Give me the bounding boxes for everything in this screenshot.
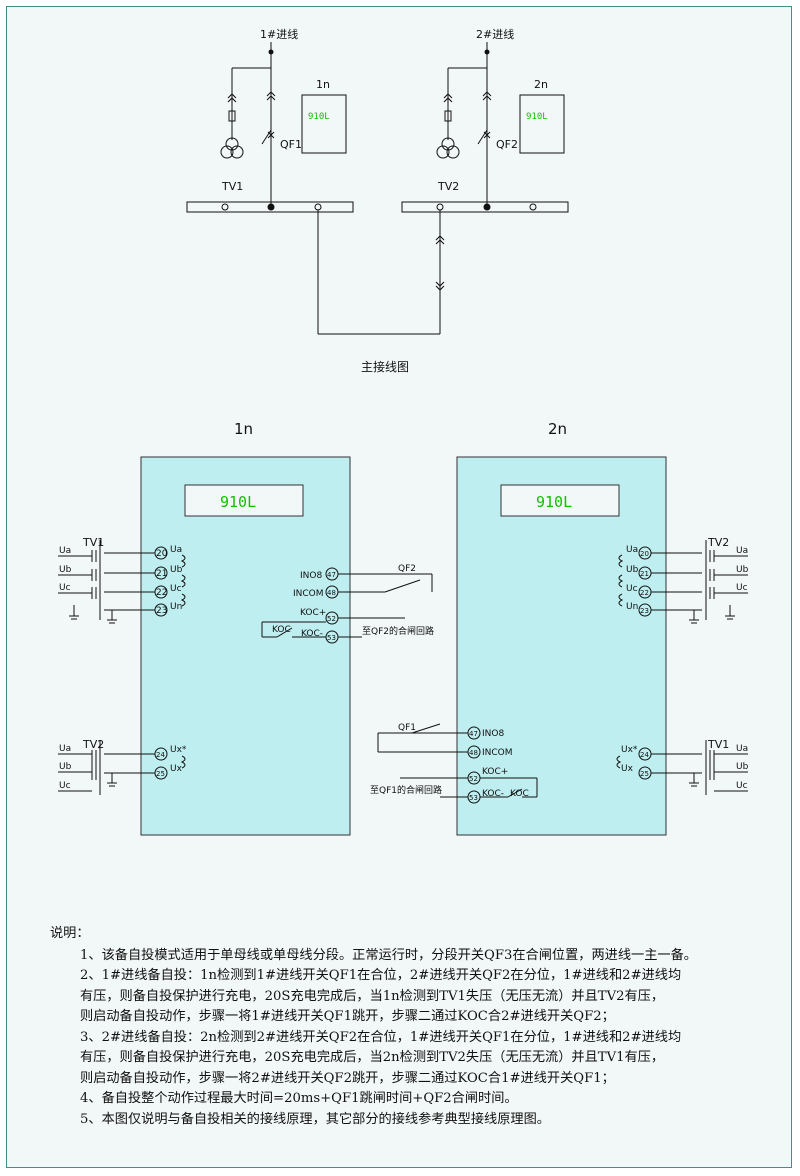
- panel2-ua2-label: Ua: [736, 744, 748, 754]
- panel1-t52: 52: [327, 615, 336, 623]
- panel2-incom: INCOM: [482, 748, 513, 758]
- panel2-n25: Ux: [621, 764, 634, 774]
- panel1-kocp: KOC+: [300, 608, 326, 618]
- panel2-tv1-label: TV1: [707, 738, 729, 751]
- panel2-title: 2n: [548, 420, 567, 438]
- panel1-t47: 47: [327, 571, 336, 579]
- panel1-t21: 21: [156, 569, 167, 579]
- note-2a: 2、1#进线备自投：1n检测到1#进线开关QF1在合位，2#进线开关QF2在分位…: [80, 968, 682, 983]
- note-2c: 则启动备自投动作，步骤一将1#进线开关QF1跳开，步骤二通过KOC合2#进线开关…: [80, 1009, 615, 1024]
- panel2-uc-label: Uc: [736, 583, 748, 593]
- panel2-koc: KOC: [510, 789, 529, 799]
- panel2-t47: 47: [469, 730, 478, 738]
- panel2-ub2-label: Ub: [736, 762, 749, 772]
- dev1-label: 1n: [316, 78, 330, 91]
- dev2-model: 910L: [526, 112, 548, 122]
- notes-title: 说明：: [50, 926, 90, 941]
- note-2b: 有压，则备自投保护进行充电，20S充电完成后，当1n检测到TV1失压（无压无流）…: [80, 988, 665, 1004]
- panel1-tv2-label: TV2: [82, 738, 104, 751]
- panel2-t53: 53: [469, 794, 478, 802]
- note-3a: 3、2#进线备自投：2n检测到2#进线开关QF2在合位，1#进线开关QF1在分位…: [80, 1029, 682, 1045]
- panel1-ua-label: Ua: [59, 546, 71, 556]
- panel2-t25: 25: [640, 770, 649, 778]
- tv2-label: TV2: [437, 180, 459, 193]
- note-3b: 有压，则备自投保护进行充电，20S充电完成后，当2n检测到TV2失压（无压无流）…: [80, 1050, 665, 1065]
- panel1-uc2-label: Uc: [59, 781, 71, 791]
- panel2-ino8: INO8: [482, 729, 504, 739]
- panel1-n24: Ux*: [170, 745, 187, 755]
- panel2-tv2-label: TV2: [707, 536, 729, 549]
- dev2-label: 2n: [534, 78, 548, 91]
- panel1-t23: 23: [156, 606, 167, 616]
- notes: 说明： 1、该备自投模式适用于单母线或单母线分段。正常运行时，分段开关QF3在合…: [50, 924, 780, 1130]
- panel1-kocm: KOC-: [301, 629, 323, 639]
- panel2-kocm: KOC-: [482, 789, 504, 799]
- panel2-uc2-label: Uc: [736, 781, 748, 791]
- panel1-n25: Ux: [170, 764, 183, 774]
- panel1-ub-label: Ub: [59, 565, 72, 575]
- panel1-qf2: QF2: [398, 564, 416, 574]
- panel2-kocp: KOC+: [482, 767, 508, 777]
- panel1-n22: Uc: [170, 584, 182, 594]
- panel2-ua-label: Ua: [736, 546, 748, 556]
- panel2-ub-label: Ub: [736, 565, 749, 575]
- panel1-tv1-label: TV1: [82, 536, 104, 549]
- single-line-diagram: 1#进线 QF1 TV1 1n 910L 2#进线: [186, 27, 569, 374]
- panel1-t53: 53: [327, 634, 336, 642]
- panel1-n21: Ub: [170, 565, 183, 575]
- panel1-ino8: INO8: [300, 571, 322, 581]
- line2-label: 2#进线: [476, 27, 514, 41]
- panel1-title: 1n: [234, 420, 253, 438]
- panel2-t23: 23: [640, 607, 649, 615]
- note-3c: 则启动备自投动作，步骤一将2#进线开关QF2跳开，步骤二通过KOC合1#进线开关…: [80, 1070, 615, 1086]
- qf1-label: QF1: [280, 138, 302, 151]
- note-1: 1、该备自投模式适用于单母线或单母线分段。正常运行时，分段开关QF3在合闸位置，…: [80, 947, 697, 963]
- panel1-t25: 25: [156, 770, 165, 778]
- panel2-t22: 22: [640, 589, 649, 597]
- panel2-n20: Ua: [626, 545, 638, 555]
- panel1-uc-label: Uc: [59, 583, 71, 593]
- panel1-n20: Ua: [170, 545, 182, 555]
- qf2-label: QF2: [496, 138, 518, 151]
- panel1-t20: 20: [156, 549, 168, 559]
- note-5: 5、本图仅说明与备自投相关的接线原理，其它部分的接线参考典型接线原理图。: [80, 1111, 550, 1127]
- note-4: 4、备自投整个动作过程最大时间=20ms+QF1跳闸时间+QF2合闸时间。: [80, 1091, 518, 1106]
- dev1-model: 910L: [308, 112, 330, 122]
- panel1-t48: 48: [327, 589, 336, 597]
- panel1-close-circuit: 至QF2的合闸回路: [362, 625, 434, 637]
- panel2-t21: 21: [640, 570, 649, 578]
- panel2-t48: 48: [469, 749, 478, 757]
- panel1-n23: Un: [170, 602, 182, 612]
- panel1-koc: KOC: [272, 625, 291, 635]
- panel1-t24: 24: [156, 751, 165, 759]
- panel2-qf1: QF1: [398, 723, 416, 733]
- panel2-n24: Ux*: [621, 745, 638, 755]
- panel2-display: 910L: [536, 493, 572, 511]
- panel1-t22: 22: [156, 588, 167, 598]
- panel1-display: 910L: [220, 493, 256, 511]
- tv1-label: TV1: [221, 180, 243, 193]
- panel2-t52: 52: [469, 775, 478, 783]
- main-caption: 主接线图: [361, 359, 409, 374]
- panel-2n: 2n 910L TV2 Ua Ub Uc 20 21 22 23 Ua Ub U…: [370, 420, 749, 836]
- panel2-close-circuit: 至QF1的合闸回路: [370, 784, 442, 796]
- panel2-n23: Un: [626, 602, 638, 612]
- panel-1n: 1n 910L TV1 Ua Ub Uc 20 21 22 23 Ua Ub U…: [58, 420, 434, 836]
- panel1-ua2-label: Ua: [59, 744, 71, 754]
- panel2-n21: Ub: [626, 565, 639, 575]
- panel1-ub2-label: Ub: [59, 762, 72, 772]
- line1-label: 1#进线: [260, 27, 298, 41]
- panel2-t24: 24: [640, 751, 649, 759]
- panel2-n22: Uc: [626, 584, 638, 594]
- panel1-incom: INCOM: [293, 589, 324, 599]
- panel2-t20: 20: [640, 550, 649, 558]
